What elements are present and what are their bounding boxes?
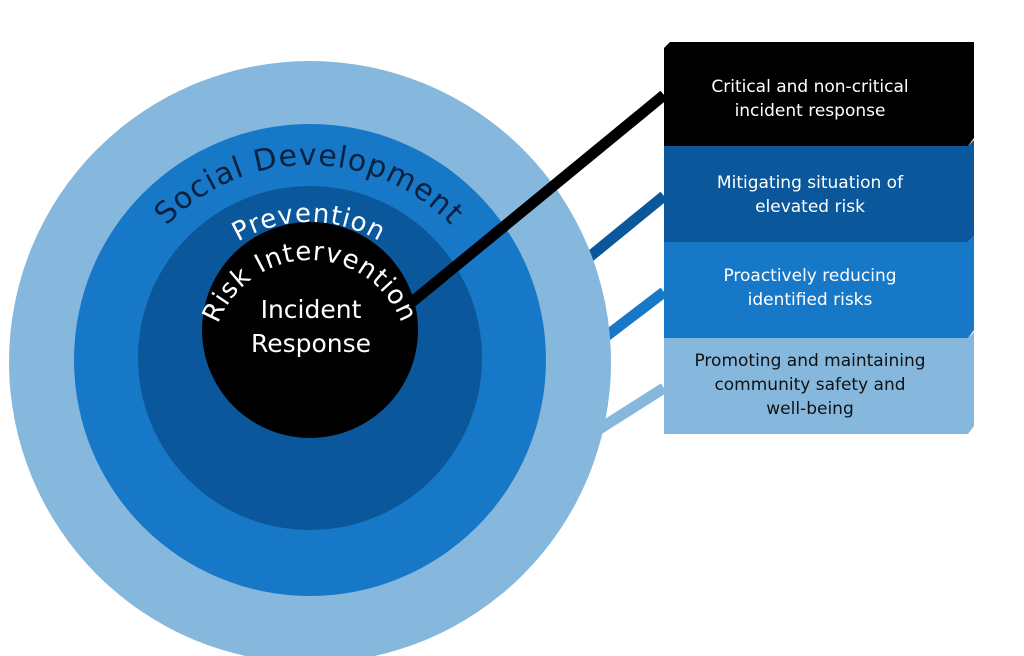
box-text-prevention-line1: Proactively reducing: [723, 266, 896, 286]
box-risk-intervention: [664, 140, 974, 242]
connector-incident-response: [408, 90, 668, 307]
box-text-risk-intervention-line1: Mitigating situation of: [717, 173, 904, 193]
core-incident-response: [202, 222, 418, 438]
center-label-line1: Incident: [261, 295, 362, 324]
center-label-line2: Response: [251, 329, 371, 358]
box-text-social-development-line3: well-being: [766, 399, 853, 419]
box-text-social-development-line1: Promoting and maintaining: [694, 351, 925, 371]
box-social-development: [664, 332, 974, 434]
box-text-social-development-line2: community safety and: [714, 375, 905, 395]
box-incident-response: [664, 42, 974, 146]
box-prevention: [664, 236, 974, 338]
box-text-incident-response-line1: Critical and non-critical: [711, 77, 908, 97]
box-text-prevention-line2: identified risks: [748, 290, 873, 310]
description-boxes: Critical and non-critical incident respo…: [664, 42, 974, 434]
box-text-incident-response-line2: incident response: [735, 101, 886, 121]
box-text-risk-intervention-line2: elevated risk: [755, 197, 865, 217]
